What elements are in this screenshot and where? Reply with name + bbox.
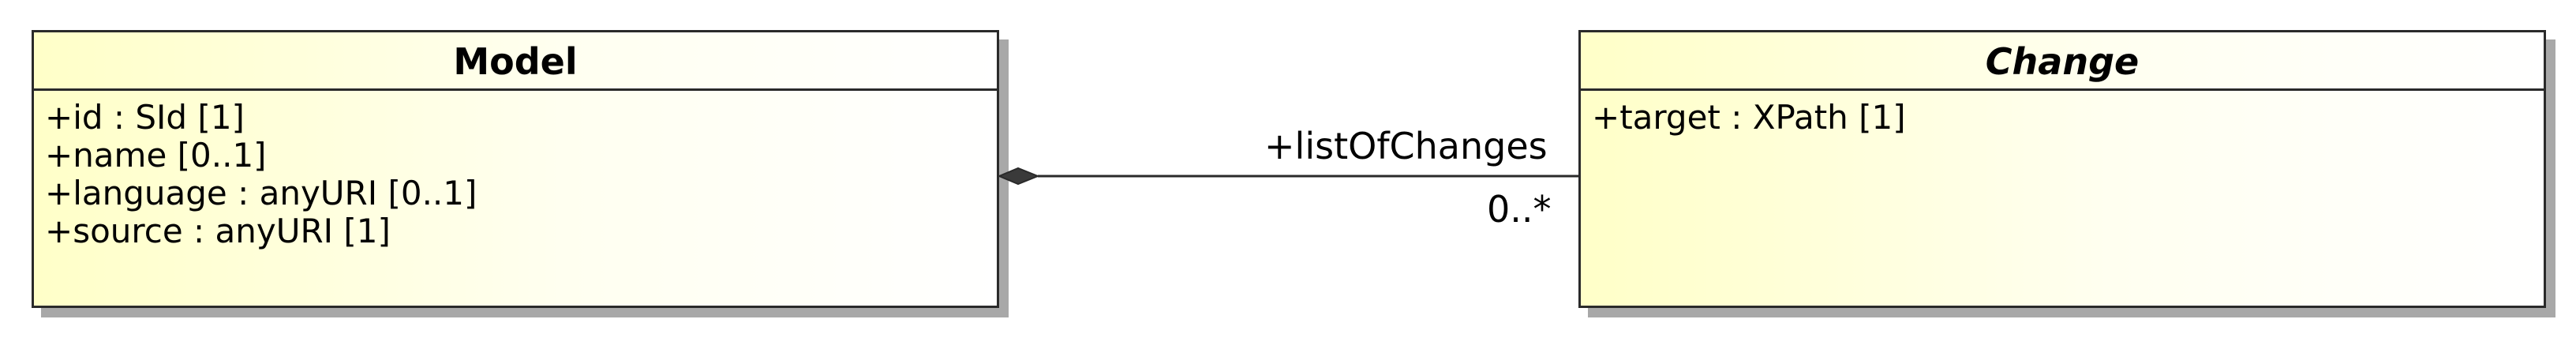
model-attribute-source: +source : anyURI [1] [45, 212, 391, 250]
composition-diamond-icon [997, 167, 1040, 186]
change-attribute-target: +target : XPath [1] [1592, 98, 1906, 137]
change-class-name: Change [1581, 32, 2544, 91]
model-class: Model +id : SId [1] +name [0..1] +langua… [32, 30, 999, 308]
change-class: Change +target : XPath [1] [1578, 30, 2546, 308]
model-attribute-id: +id : SId [1] [45, 98, 245, 137]
model-attribute-name: +name [0..1] [45, 136, 267, 175]
association-multiplicity-label: 0..* [1487, 188, 1552, 231]
association-role-label: +listOfChanges [1264, 125, 1548, 167]
change-attributes: +target : XPath [1] [1581, 91, 2544, 145]
model-attribute-language: +language : anyURI [0..1] [45, 174, 477, 212]
model-attributes: +id : SId [1] +name [0..1] +language : a… [34, 91, 997, 258]
model-class-name: Model [34, 32, 997, 91]
